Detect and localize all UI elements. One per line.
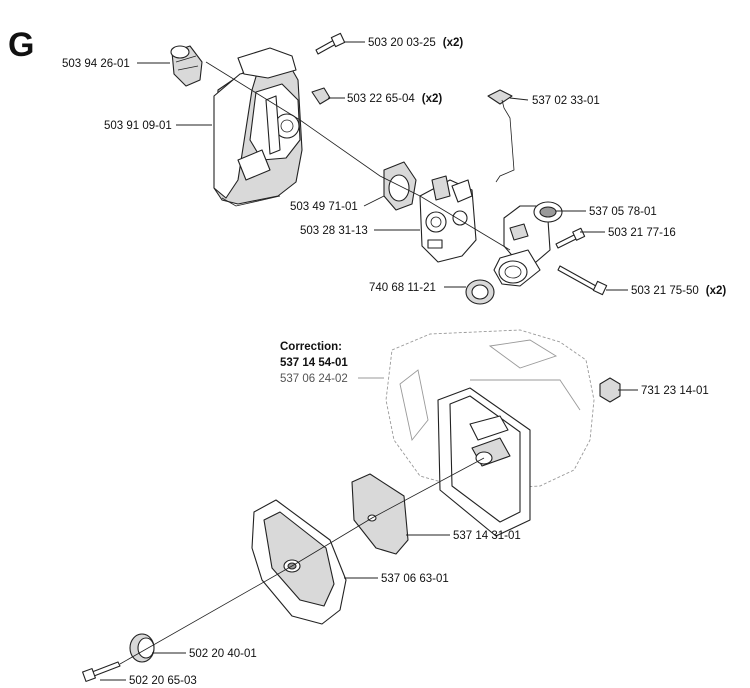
seal-ring-drawing (465, 279, 495, 305)
part-label-503217716[interactable]: 503 21 77-16 (608, 227, 676, 239)
part-label-731231401[interactable]: 731 23 14-01 (641, 385, 709, 397)
part-label-740681121[interactable]: 740 68 11-21 (369, 282, 436, 294)
correction-heading: Correction: (280, 341, 342, 353)
section-letter: G (8, 26, 34, 64)
part-label-503910901[interactable]: 503 91 09-01 (104, 120, 172, 132)
part-label-503497101[interactable]: 503 49 71-01 (290, 201, 358, 213)
throttle-rod-drawing (487, 89, 515, 183)
part-label-537066301[interactable]: 537 06 63-01 (381, 573, 449, 585)
carburetor-cover-drawing (213, 47, 303, 207)
filter-housing-drawing (437, 387, 531, 537)
part-label-503942601[interactable]: 503 94 26-01 (62, 58, 130, 70)
cover-screw-drawing (82, 661, 121, 682)
cover-knob-drawing (129, 633, 155, 663)
leader-lines (100, 41, 638, 681)
rubber-grommet-drawing (170, 45, 203, 87)
part-labels: 503 94 26-01 503 91 09-01 503 20 03-25 (… (62, 33, 726, 687)
part-label-537023301[interactable]: 537 02 33-01 (532, 95, 600, 107)
part-label-537057801[interactable]: 537 05 78-01 (589, 206, 657, 218)
carburetor-drawing (419, 175, 477, 263)
long-screw-drawing (557, 265, 608, 296)
part-label-503283113[interactable]: 503 28 31-13 (300, 225, 368, 237)
lower-assembly-axis-line (119, 457, 485, 665)
part-label-503200325[interactable]: 503 20 03-25 (x2) (368, 33, 463, 50)
intake-manifold-drawing (493, 201, 563, 287)
screw-drawing-503217716 (555, 227, 586, 249)
part-label-503217550[interactable]: 503 21 75-50 (x2) (631, 281, 726, 298)
correction-new-part[interactable]: 537 14 54-01 (280, 357, 348, 369)
correction-old-part[interactable]: 537 06 24-02 (280, 373, 348, 385)
part-label-502206503[interactable]: 502 20 65-03 (129, 675, 197, 687)
screw-drawing-503200325 (315, 32, 346, 55)
part-label-502204001[interactable]: 502 20 40-01 (189, 648, 257, 660)
nut-drawing-731231401 (599, 377, 621, 403)
nut-drawing-503226504 (311, 87, 331, 105)
assembly-axis-line (205, 61, 511, 251)
part-label-503226504[interactable]: 503 22 65-04 (x2) (347, 89, 442, 106)
part-label-537143101[interactable]: 537 14 31-01 (453, 530, 521, 542)
